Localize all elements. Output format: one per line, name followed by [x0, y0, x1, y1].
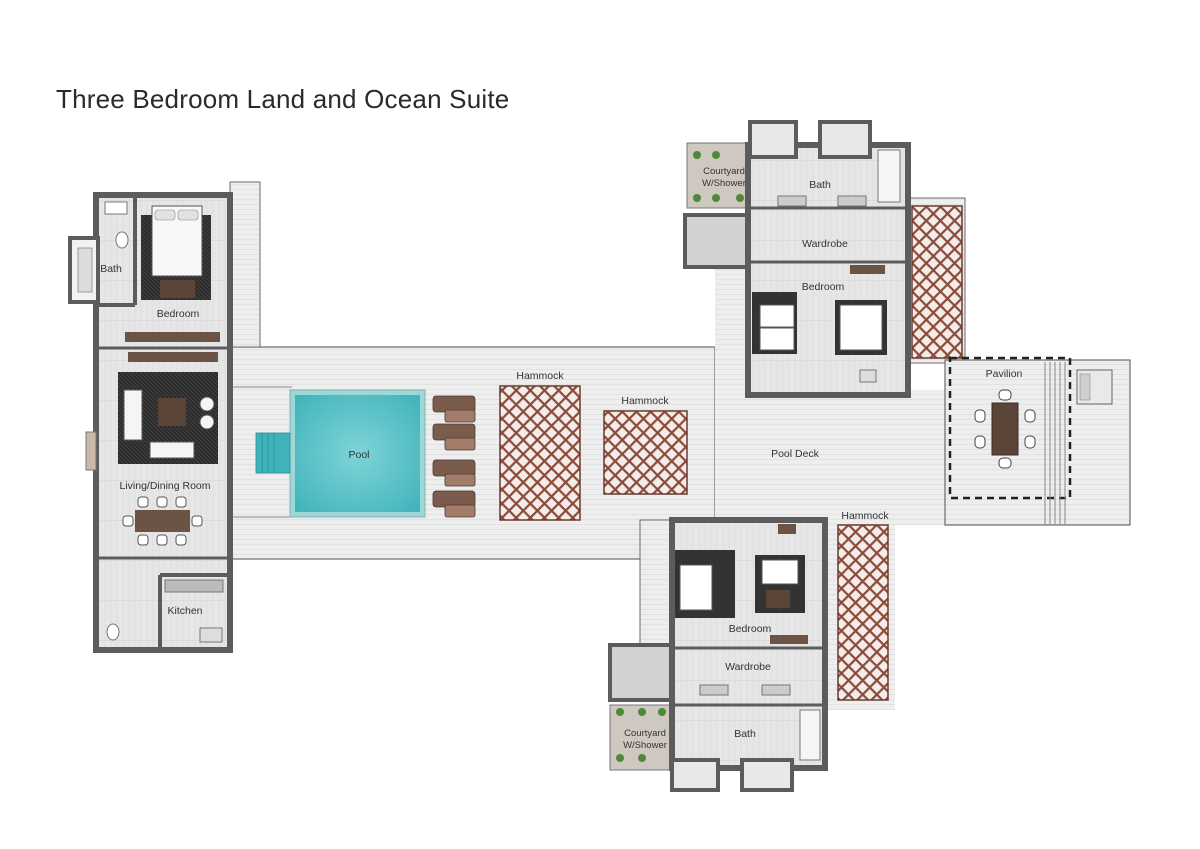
courtyard-bottom-shower-label: W/Shower: [623, 740, 667, 751]
pool-deck-label: Pool Deck: [771, 448, 820, 460]
courtyard-top-label: Courtyard: [703, 166, 745, 177]
hammock-1: [499, 385, 581, 521]
left-wing: [68, 192, 233, 653]
courtyard-top-shower-label: W/Shower: [702, 178, 746, 189]
pavilion-label: Pavilion: [986, 368, 1023, 380]
hammock-top-right: [911, 205, 963, 359]
bath-bottom-label: Bath: [734, 728, 756, 740]
kitchen-label: Kitchen: [167, 605, 202, 617]
wardrobe-bottom-label: Wardrobe: [725, 661, 771, 673]
bottom-right-wing: [608, 517, 828, 792]
page-title: Three Bedroom Land and Ocean Suite: [56, 84, 510, 114]
hammock-2-label: Hammock: [621, 395, 669, 407]
hammock-1-label: Hammock: [516, 370, 564, 382]
courtyard-bottom-label: Courtyard: [624, 728, 666, 739]
pool: [255, 389, 426, 518]
bath-top-label: Bath: [809, 179, 831, 191]
living-dining-label: Living/Dining Room: [119, 480, 210, 492]
bath-left-label: Bath: [100, 263, 122, 275]
bedroom-bottom-label: Bedroom: [729, 623, 772, 635]
pavilion: [948, 356, 1113, 525]
sun-loungers: [432, 395, 476, 518]
hammock-2: [603, 410, 688, 495]
bedroom-left-label: Bedroom: [157, 308, 200, 320]
bedroom-top-label: Bedroom: [802, 281, 845, 293]
wardrobe-top-label: Wardrobe: [802, 238, 848, 250]
hammock-3-label: Hammock: [841, 510, 889, 522]
pool-label: Pool: [348, 449, 369, 461]
top-right-wing: [683, 120, 911, 398]
hammock-3: [837, 524, 889, 701]
